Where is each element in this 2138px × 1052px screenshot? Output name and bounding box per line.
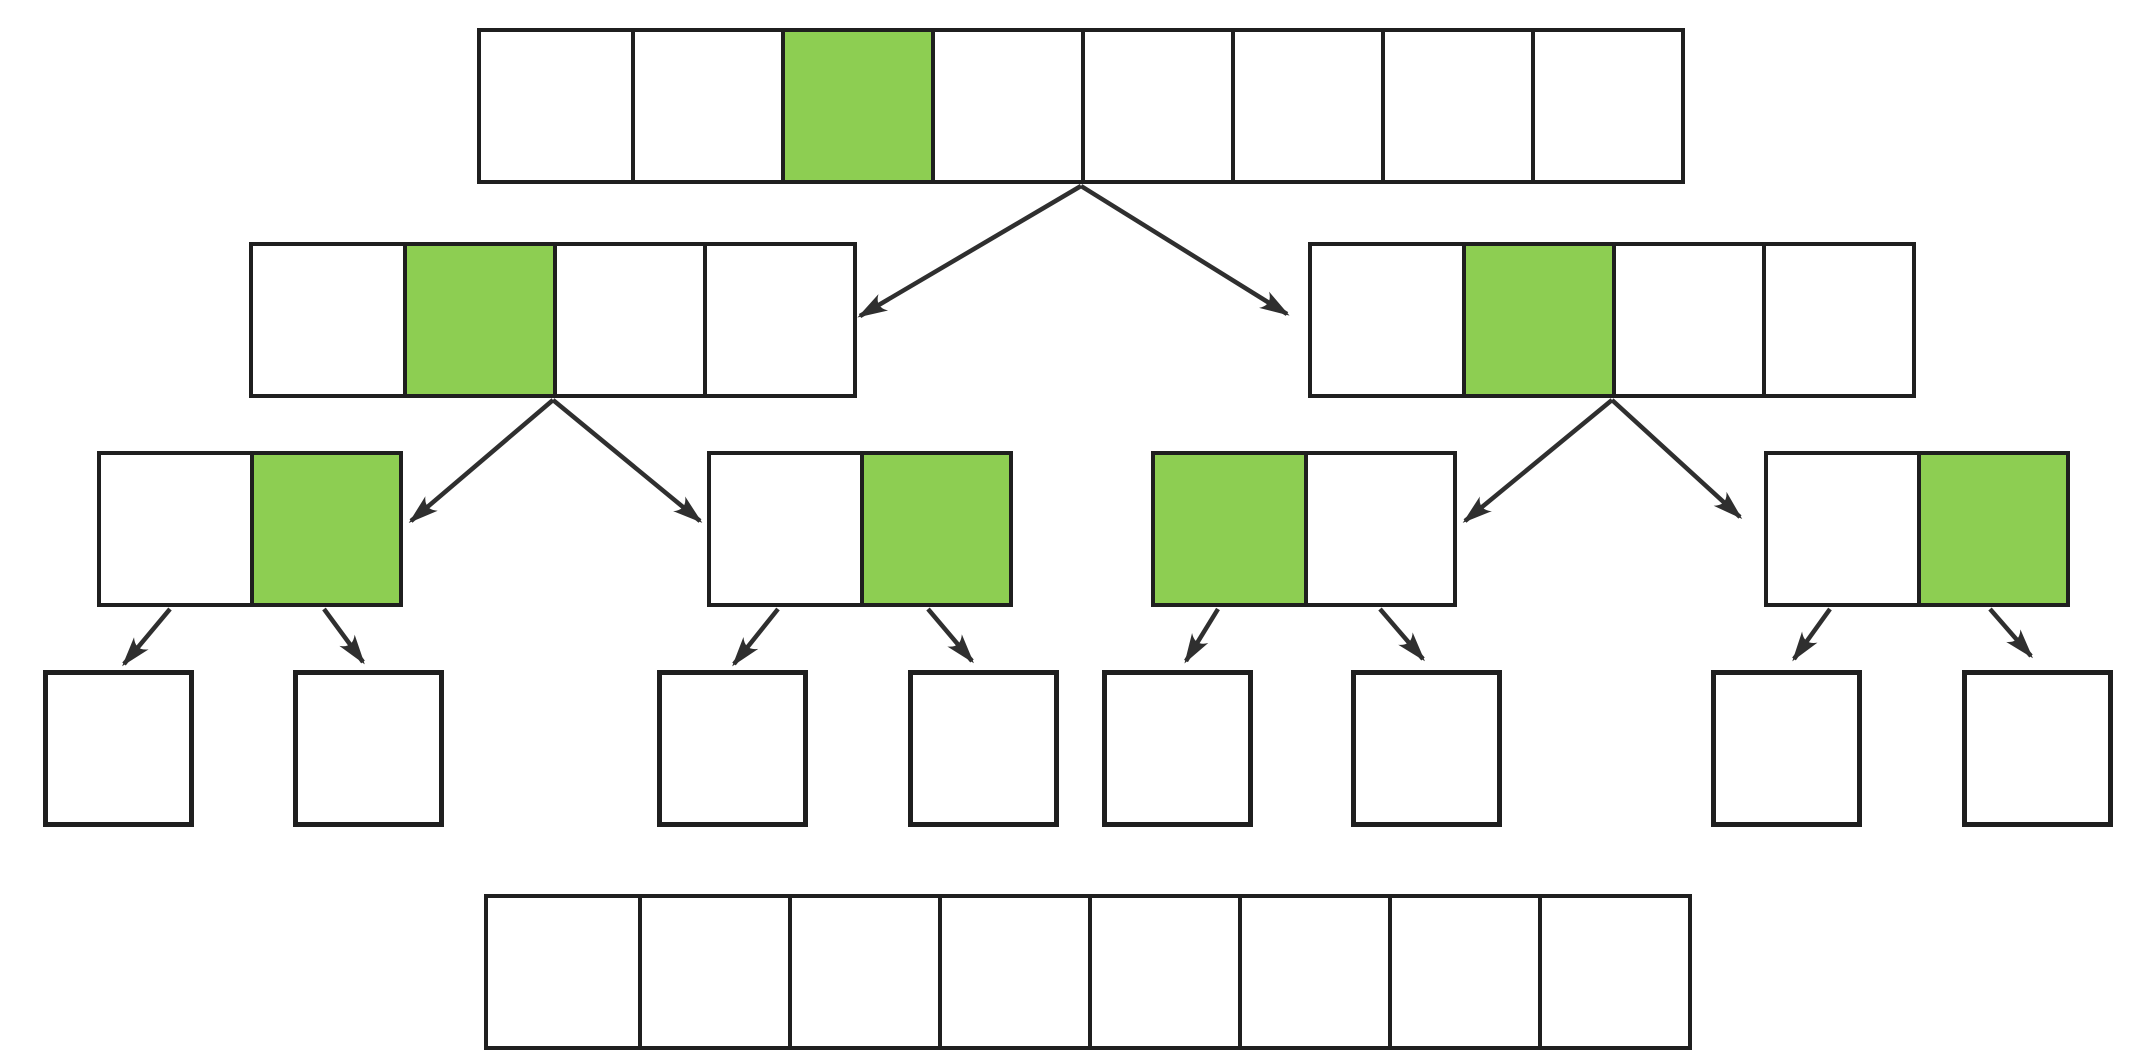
array-cell xyxy=(1762,246,1912,394)
array-cell xyxy=(48,675,189,822)
array-cell xyxy=(1381,32,1531,180)
array-cell xyxy=(631,32,781,180)
split-arrow xyxy=(857,184,1083,318)
level2-left-array xyxy=(249,242,857,398)
array-cell xyxy=(253,246,403,394)
array-cell xyxy=(662,675,803,822)
split-arrow xyxy=(1462,398,1614,523)
array-cell xyxy=(1231,32,1381,180)
split-arrow xyxy=(1792,607,1832,662)
level3-array-1 xyxy=(97,451,403,607)
level3-array-4 xyxy=(1764,451,2070,607)
array-cell xyxy=(938,898,1088,1046)
array-cell xyxy=(1107,675,1248,822)
array-cell xyxy=(638,898,788,1046)
split-arrow xyxy=(926,607,974,664)
array-cell xyxy=(553,246,703,394)
split-arrow xyxy=(1378,607,1425,662)
level1-array xyxy=(477,28,1685,184)
array-cell xyxy=(1088,898,1238,1046)
level4-box-1 xyxy=(43,670,194,827)
array-cell xyxy=(788,898,938,1046)
array-cell xyxy=(1612,246,1762,394)
highlighted-cell xyxy=(250,455,399,603)
array-cell xyxy=(1238,898,1388,1046)
split-arrow xyxy=(408,398,555,523)
highlighted-cell xyxy=(1462,246,1612,394)
level3-array-2 xyxy=(707,451,1013,607)
highlighted-cell xyxy=(1917,455,2066,603)
highlighted-cell xyxy=(1155,455,1304,603)
array-cell xyxy=(1967,675,2108,822)
level4-box-8 xyxy=(1962,670,2113,827)
level5-array xyxy=(484,894,1692,1050)
array-cell xyxy=(1304,455,1453,603)
array-cell xyxy=(298,675,439,822)
array-cell xyxy=(703,246,853,394)
highlighted-cell xyxy=(860,455,1009,603)
array-cell xyxy=(1312,246,1462,394)
array-cell xyxy=(101,455,250,603)
split-arrow xyxy=(551,398,703,523)
array-cell xyxy=(1388,898,1538,1046)
level4-box-6 xyxy=(1351,670,1502,827)
split-arrow xyxy=(1610,398,1743,520)
level4-box-4 xyxy=(908,670,1059,827)
highlighted-cell xyxy=(403,246,553,394)
level4-box-2 xyxy=(293,670,444,827)
split-arrow xyxy=(1079,184,1290,316)
level2-right-array xyxy=(1308,242,1916,398)
level4-box-7 xyxy=(1711,670,1862,827)
array-cell xyxy=(488,898,638,1046)
array-cell xyxy=(913,675,1054,822)
split-arrow xyxy=(1184,607,1220,664)
array-cell xyxy=(1768,455,1917,603)
array-cell xyxy=(1538,898,1688,1046)
split-arrow xyxy=(122,607,172,667)
split-arrow xyxy=(732,607,780,667)
array-cell xyxy=(711,455,860,603)
array-cell xyxy=(1081,32,1231,180)
split-arrow xyxy=(322,607,365,665)
level4-box-5 xyxy=(1102,670,1253,827)
array-cell xyxy=(481,32,631,180)
level4-box-3 xyxy=(657,670,808,827)
array-cell xyxy=(1716,675,1857,822)
highlighted-cell xyxy=(781,32,931,180)
array-cell xyxy=(931,32,1081,180)
array-cell xyxy=(1356,675,1497,822)
level3-array-3 xyxy=(1151,451,1457,607)
array-cell xyxy=(1531,32,1681,180)
split-arrow xyxy=(1988,607,2033,659)
